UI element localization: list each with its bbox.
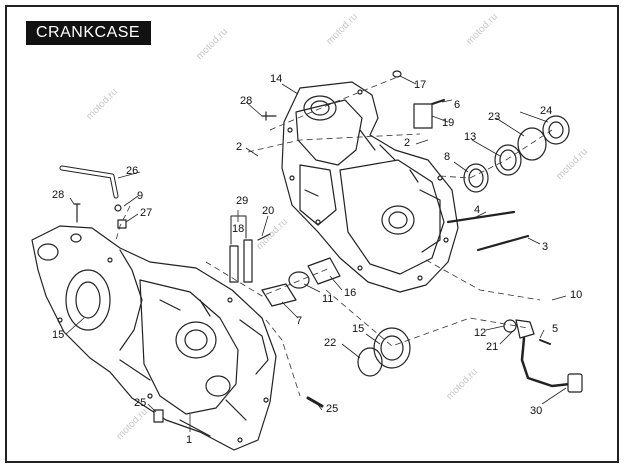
retaining-ring — [288, 271, 310, 289]
callout-label: 2 — [404, 137, 410, 149]
spacer-ring — [468, 168, 484, 188]
callout-label: 15 — [352, 323, 364, 335]
watermark-text: motod.ru — [194, 26, 230, 62]
sensor-connector — [567, 373, 583, 393]
oil-seal — [548, 121, 564, 139]
callout-label: 13 — [464, 131, 476, 143]
bolt — [431, 99, 445, 105]
callout-label: 5 — [552, 323, 558, 335]
callout-label: 2 — [236, 141, 242, 153]
callout-label: 28 — [240, 95, 252, 107]
spacer-ring — [463, 163, 489, 193]
left-crankcase-half — [31, 225, 277, 451]
watermark-text: motod.ru — [254, 216, 290, 252]
callout-label: 24 — [540, 105, 552, 117]
bearing — [307, 257, 341, 285]
callout-label: 14 — [270, 73, 282, 85]
callout-label: 20 — [262, 205, 274, 217]
callout-label: 8 — [444, 151, 450, 163]
bolt — [257, 233, 271, 241]
callout-label: 19 — [442, 117, 454, 129]
watermark-text: motod.ru — [324, 11, 360, 47]
callout-label: 9 — [137, 190, 143, 202]
fitting — [117, 219, 127, 229]
link-plate — [229, 245, 239, 283]
callout-label: 26 — [126, 165, 138, 177]
main-bearing — [373, 327, 411, 369]
callout-label: 12 — [474, 327, 486, 339]
watermark-text: motod.ru — [84, 86, 120, 122]
right-crankcase-half — [281, 81, 459, 293]
callout-label: 25 — [134, 397, 146, 409]
callout-label: 10 — [570, 289, 582, 301]
bearing — [261, 283, 297, 307]
link-plate — [243, 239, 253, 283]
callout-label: 7 — [296, 315, 302, 327]
watermark-text: motod.ru — [114, 406, 150, 442]
diagram-title: CRANKCASE — [26, 21, 151, 45]
retaining-ring — [357, 347, 383, 377]
callout-label: 23 — [488, 111, 500, 123]
screw — [539, 339, 551, 345]
alignment-lines — [115, 75, 553, 397]
callout-label: 16 — [344, 287, 356, 299]
callout-label: 22 — [324, 337, 336, 349]
callout-label: 11 — [322, 293, 333, 305]
callout-label: 21 — [486, 341, 498, 353]
watermark-text: motod.ru — [464, 11, 500, 47]
diagram-frame — [5, 5, 619, 463]
stud — [261, 111, 277, 121]
callout-label: 15 — [52, 329, 64, 341]
callout-label: 29 — [236, 195, 248, 207]
sensor — [515, 319, 535, 339]
drain-plug — [153, 409, 164, 423]
watermark-text: motod.ru — [444, 366, 480, 402]
callout-label: 28 — [52, 189, 64, 201]
callout-label: 27 — [140, 207, 152, 219]
stud — [73, 203, 81, 223]
retaining-ring — [517, 127, 547, 161]
bearing-race — [494, 144, 522, 176]
bolt — [446, 210, 516, 224]
breather-tube-inner — [60, 166, 118, 198]
callout-label: 18 — [232, 223, 244, 235]
callout-label: 4 — [474, 204, 480, 216]
callout-labels: 1 2 2 3 4 5 6 7 8 9 10 11 12 13 14 15 15… — [52, 73, 582, 446]
callout-label: 6 — [454, 99, 460, 111]
bolt — [476, 234, 530, 252]
bracket — [413, 103, 433, 129]
watermark-text: motod.ru — [554, 146, 590, 182]
callout-label: 1 — [186, 434, 192, 446]
leader-lines — [65, 75, 567, 432]
bearing-race — [499, 149, 517, 171]
callout-label: 30 — [530, 405, 542, 417]
callout-label: 25 — [326, 403, 338, 415]
sensor-cable — [520, 336, 572, 388]
plug — [306, 396, 324, 408]
callout-label: 3 — [542, 241, 548, 253]
callout-label: 17 — [414, 79, 426, 91]
dowel — [392, 70, 402, 78]
main-bearing — [380, 335, 404, 361]
oil-seal — [542, 115, 570, 145]
fitting — [114, 204, 122, 212]
